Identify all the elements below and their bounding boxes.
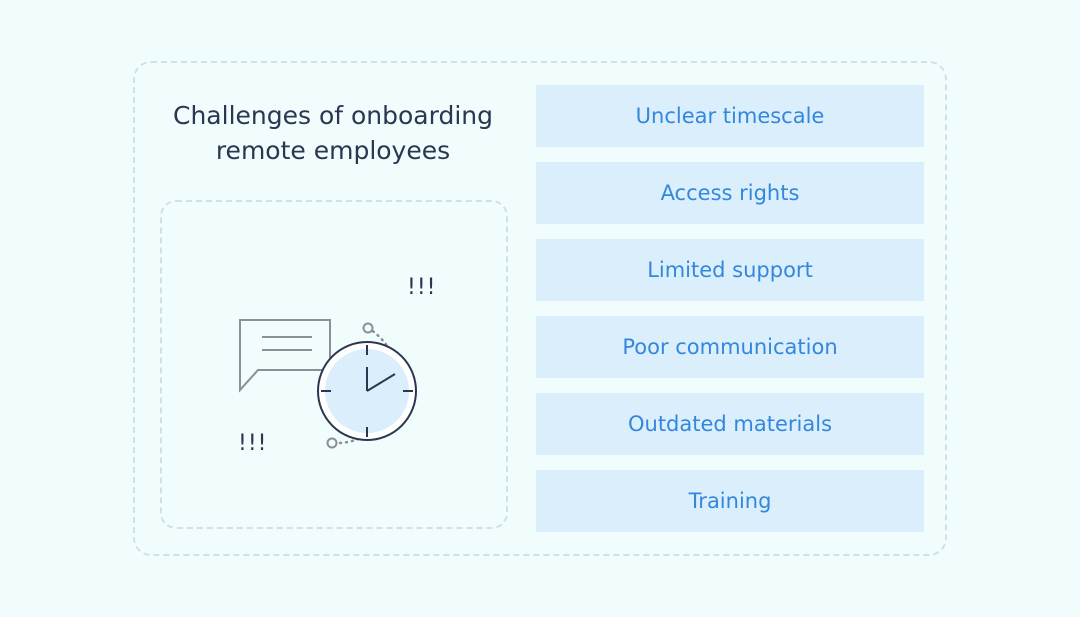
alert-mark-top: !!! (407, 275, 437, 300)
challenge-item-outdated-materials: Outdated materials (536, 393, 924, 455)
diagram-title: Challenges of onboarding remote employee… (173, 101, 493, 165)
diagram-frame (133, 61, 947, 556)
challenge-item-unclear-timescale: Unclear timescale (536, 85, 924, 147)
challenge-item-training: Training (536, 470, 924, 532)
challenge-item-poor-communication: Poor communication (536, 316, 924, 378)
challenges-list: Unclear timescale Access rights Limited … (536, 85, 924, 532)
illustration-frame (160, 200, 508, 529)
challenge-item-limited-support: Limited support (536, 239, 924, 301)
alert-mark-bottom: !!! (238, 431, 268, 456)
challenge-item-access-rights: Access rights (536, 162, 924, 224)
